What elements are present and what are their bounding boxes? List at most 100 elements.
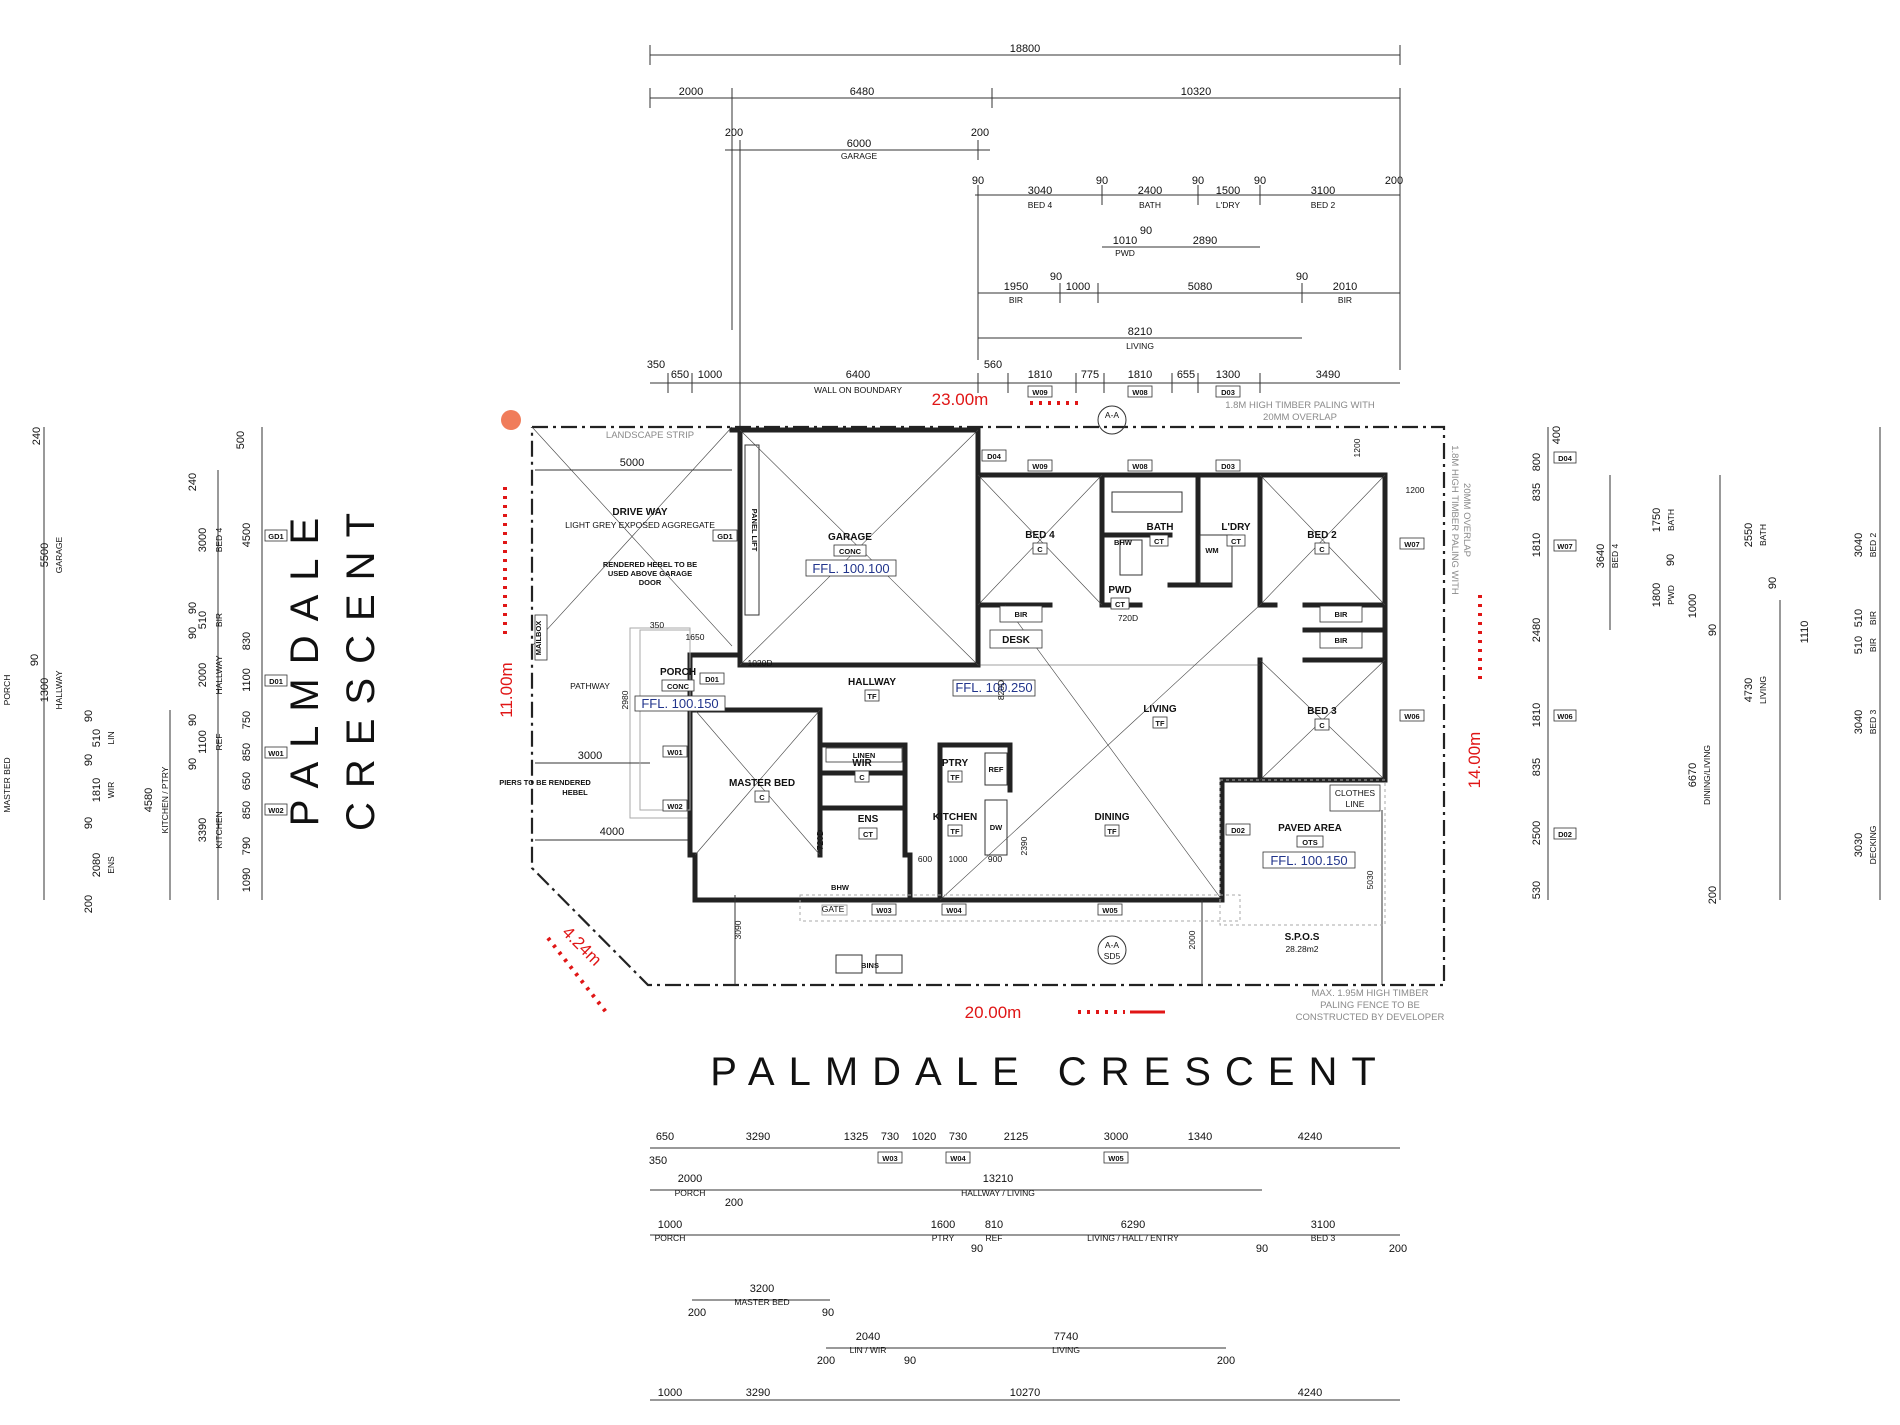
bd-r6-1: 3290 [746,1387,770,1399]
rc5-1: 1110 [1799,621,1811,644]
hebel-note-1: RENDERED HEBEL TO BE [603,560,697,569]
dim-bed-1: 3040 [1028,185,1052,197]
ptry-finish: TF [950,773,960,782]
rc1-4: 2480 [1531,618,1543,642]
tag-d04: D04 [987,452,1002,461]
dim-bed-1-label: BED 4 [1028,200,1053,210]
right-col2: 3640 BED 4 1750 BATH 90 1800 PWD [1595,508,1677,607]
dim-bed-4: 90 [1192,175,1204,187]
dim-bed-7: 3100 [1311,185,1335,197]
bd-r5-d-label: LIVING [1052,1345,1080,1355]
dim-pwd-c: 2890 [1193,235,1217,247]
dim-bed-5: 1500 [1216,185,1240,197]
tag-w03: W03 [876,906,891,915]
rc5-0: 3040 [1853,533,1865,557]
porch-label: PORCH [660,667,696,678]
fence-bottom-1: MAX. 1.95M HIGH TIMBER [1311,988,1428,999]
rc2-3: 1800 [1651,583,1663,607]
paved-ffl: FFL. 100.150 [1270,853,1347,868]
rc1-1: 800 [1531,453,1543,471]
kitchen-dim-900: 900 [988,854,1002,864]
sposs-area: 28.28m2 [1285,944,1318,954]
dim-b-6: 775 [1081,369,1099,381]
bed4-label: BED 4 [1025,530,1055,541]
bd-r3-d-label: LIVING / HALL / ENTRY [1087,1233,1179,1243]
lc2-0: 240 [187,473,199,491]
bd-r4-b: 3200 [750,1283,774,1295]
bd-r6-3: 4240 [1298,1387,1322,1399]
lc1-3-label: HALLWAY [54,670,64,709]
tag-top-w08: W08 [1132,388,1147,397]
desk-label: DESK [1002,635,1031,646]
lc1-4: 90 [83,710,95,722]
dim-b-2: 1000 [698,369,722,381]
boundary-right: 14.00m [1465,732,1484,789]
dim-garage-width: 6000 [847,138,871,150]
dim-bir-1: 90 [1050,271,1062,283]
paved-dim-5030: 5030 [1365,870,1375,889]
lc1-3: 1300 [39,678,51,702]
tag-w05: W05 [1102,906,1117,915]
bd-r3-b: 1600 [931,1219,955,1231]
rc5-3: 510 [1853,636,1865,654]
bd-tag-w03: W03 [882,1154,897,1163]
lc2-3-label: BIR [214,613,224,627]
rc1-3: 1810 [1531,533,1543,557]
dim-bir-5-label: BIR [1338,295,1352,305]
garage-finish: CONC [839,547,862,556]
bd-r1-4: 1020 [912,1131,936,1143]
dim-row2-2: 10320 [1181,86,1212,98]
rc1-tag-d02: D02 [1558,830,1572,839]
tag-w04: W04 [946,906,962,915]
ldry-finish: CT [1231,537,1241,546]
lc3-tag-gd1: GD1 [268,532,283,541]
dim-bed-3-label: BATH [1139,200,1161,210]
boundary-corner: 4.24m [558,923,605,970]
rc3-3: 90 [1707,624,1719,636]
tag-w08: W08 [1132,462,1147,471]
bd-r5-e: 200 [1217,1355,1235,1367]
bd-r1-5: 730 [949,1131,967,1143]
left-col1: 240 5500 GARAGE 90 1300 HALLWAY 90 510 L… [2,427,116,913]
wall-on-boundary: WALL ON BOUNDARY [814,385,902,395]
rc2-2: 90 [1665,554,1677,566]
bd-r1-0: 650 [656,1131,674,1143]
dim-porch-3000: 3000 [578,750,602,762]
tag-top-w09: W09 [1032,388,1047,397]
bd-r3-a-label: PORCH [655,1233,686,1243]
bd-tag-w05: W05 [1108,1154,1123,1163]
dim-b-5: 1810 [1028,369,1052,381]
lc3-9: 1090 [241,868,253,892]
linen-label: LINEN [853,751,876,760]
porch-finish: CONC [667,682,690,691]
rc4-1-label: DINING/LIVING [1702,745,1712,805]
bd-r3-d: 6290 [1121,1219,1145,1231]
kitchen-dim-600: 600 [918,854,932,864]
hebel-note-3: DOOR [639,578,662,587]
bins-label: BINS [861,961,879,970]
rc5-2: 510 [1853,609,1865,627]
bd-r1-1: 3290 [746,1131,770,1143]
panel-lift-label: PANEL LIFT [750,509,759,552]
dim-garage-label: GARAGE [841,151,878,161]
boundary-bottom: 20.00m [965,1003,1022,1022]
fence-right-1: 1.8M HIGH TIMBER PALING WITH [1449,445,1460,595]
rc1-2: 835 [1531,483,1543,501]
left-col3: 500 4500 830 1100 750 850 650 850 790 10… [235,431,288,892]
bd-r1-9: 4240 [1298,1131,1322,1143]
porch-dim-1650: 1650 [686,632,705,642]
bd-r6-0: 1000 [658,1387,682,1399]
bd-r2-c-label: HALLWAY / LIVING [961,1188,1035,1198]
ref-label: REF [989,765,1004,774]
bd-r3-a: 1000 [658,1219,682,1231]
bd-r1-3: 730 [881,1131,899,1143]
dim-pwd-a-label: PWD [1115,248,1135,258]
bed3-label: BED 3 [1307,706,1337,717]
street-name-left-1: PALMDALE [283,504,327,826]
bd-r1-extra: 350 [649,1155,667,1167]
dining-label: DINING [1095,812,1130,823]
section-mark-bottom: A-A [1105,940,1120,950]
dim-bed-2: 90 [1096,175,1108,187]
landscape-strip: LANDSCAPE STRIP [606,430,694,441]
rc5-4: 3040 [1853,710,1865,734]
